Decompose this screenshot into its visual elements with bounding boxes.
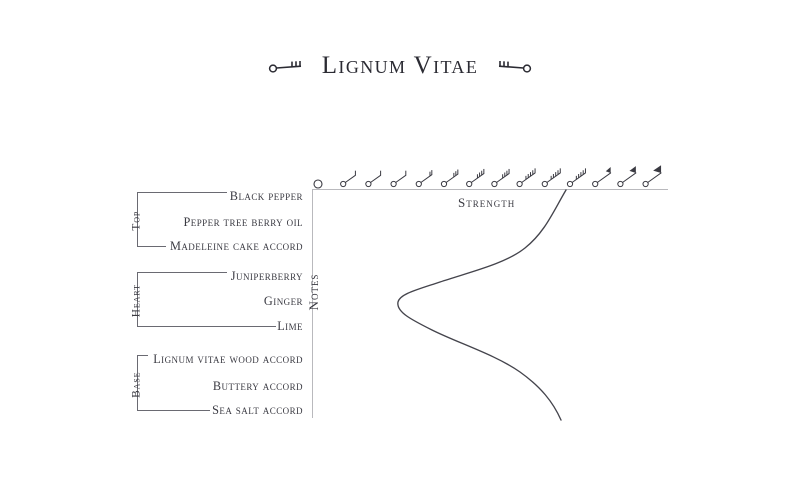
key-icon	[313, 179, 323, 189]
key-icon	[642, 165, 662, 188]
x-axis-label: Strength	[458, 195, 516, 210]
key-icon	[365, 170, 382, 188]
note-label: Black pepper	[229, 189, 303, 203]
y-axis-label: Notes	[306, 273, 321, 311]
note-label: Buttery accord	[212, 379, 303, 393]
key-icon	[516, 168, 536, 188]
note-label: Lime	[277, 319, 303, 333]
strength-scale-legend	[313, 165, 662, 189]
key-ornament-left-icon	[268, 61, 301, 73]
note-label: Ginger	[263, 294, 303, 308]
key-icon	[390, 170, 407, 188]
key-icon	[491, 168, 510, 188]
note-label: Madeleine cake accord	[169, 239, 303, 253]
note-label: Sea salt accord	[212, 403, 303, 417]
key-ornament-right-icon	[499, 61, 532, 73]
chart-title-block: Lignum Vitae	[0, 52, 800, 80]
key-icon	[566, 168, 586, 188]
key-icon	[541, 168, 561, 188]
key-icon	[415, 170, 433, 188]
key-icon	[340, 170, 356, 188]
strength-curve	[397, 189, 567, 421]
note-label: Pepper tree berry oil	[183, 215, 303, 229]
key-icon	[466, 168, 485, 188]
key-icon	[617, 166, 637, 188]
page-title: Lignum Vitae	[321, 52, 479, 79]
note-label: Juniperberry	[230, 269, 303, 283]
key-icon	[592, 167, 612, 188]
note-label: Lignum vitae wood accord	[153, 352, 303, 366]
key-icon	[440, 169, 459, 188]
